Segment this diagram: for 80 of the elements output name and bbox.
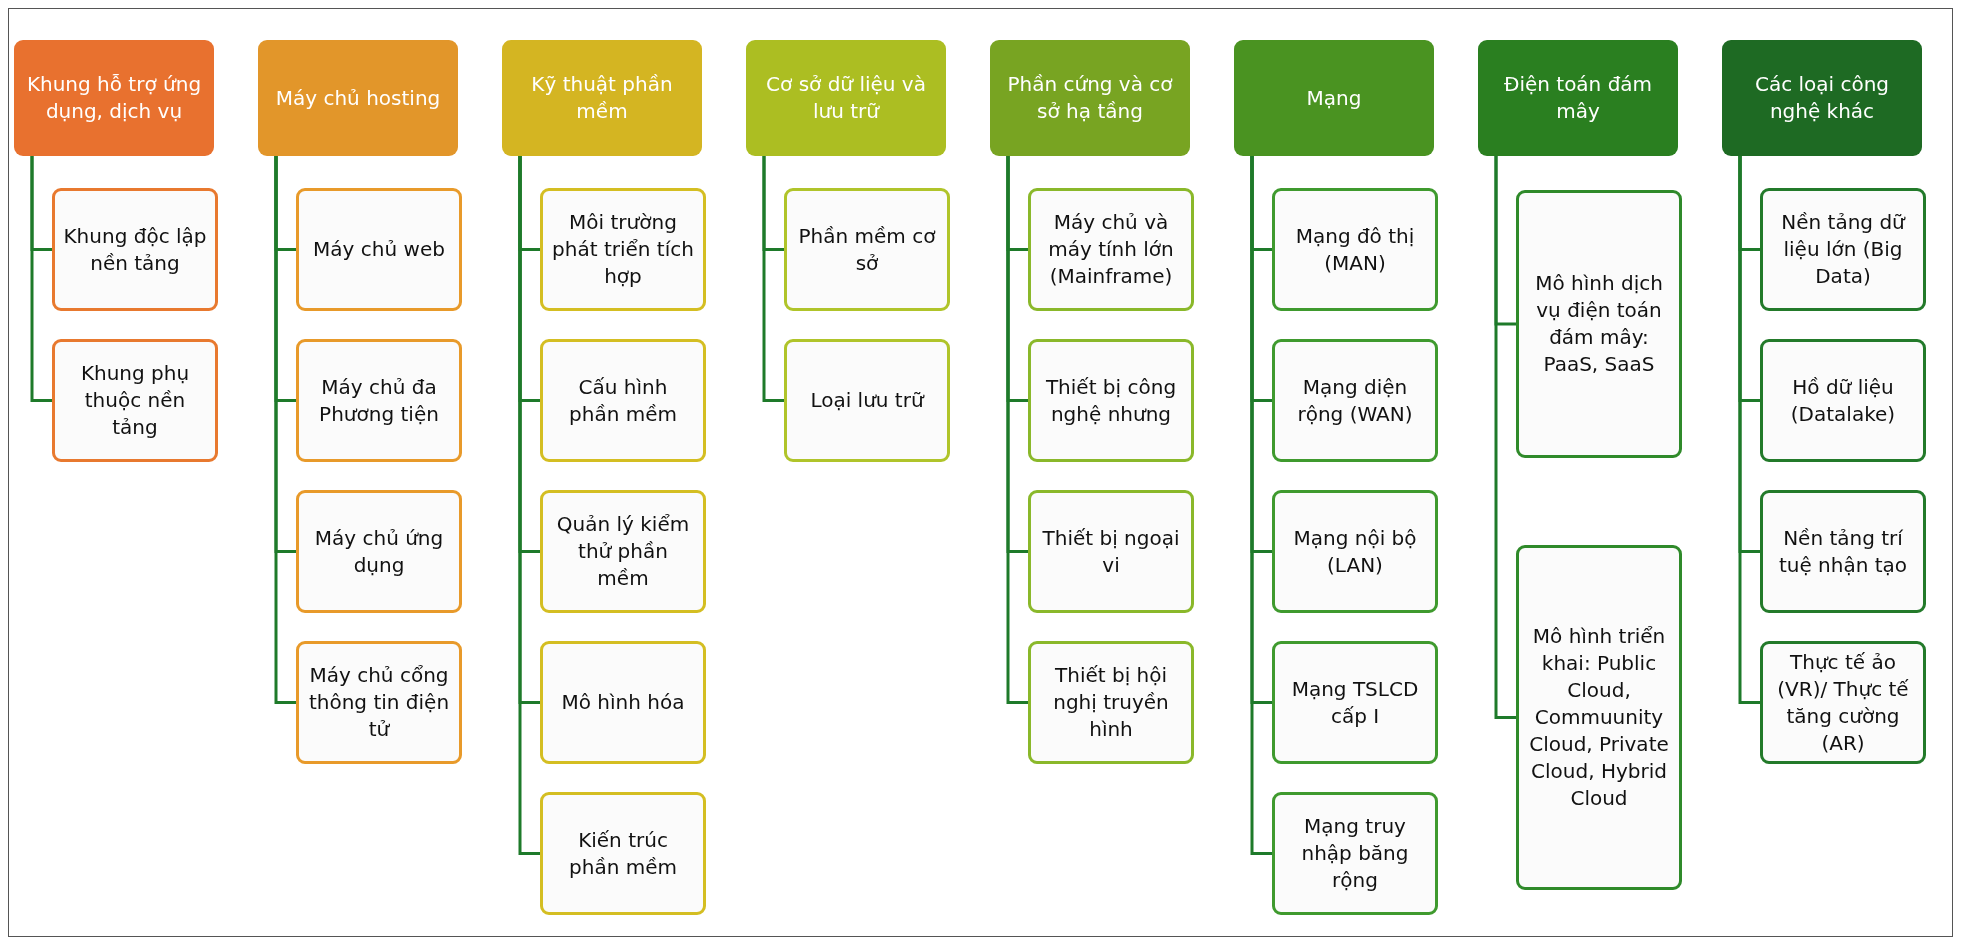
item-text: Loại lưu trữ [810, 387, 924, 414]
connector-line [1738, 156, 1760, 704]
item-text: Khung phụ thuộc nền tảng [79, 360, 191, 441]
item-box [1272, 490, 1438, 613]
connector-line [518, 156, 540, 855]
item-box [1272, 188, 1438, 311]
item-text: Phần mềm cơ sở [797, 222, 937, 277]
category-header [258, 40, 458, 156]
item-box [52, 188, 218, 311]
item-box [1272, 339, 1438, 462]
item-box [296, 188, 462, 311]
item-box [296, 339, 462, 462]
item-text: Máy chủ ứng dụng [313, 524, 445, 579]
connector-line [30, 156, 52, 402]
connector-line [274, 156, 296, 704]
item-text: Nền tảng dữ liệu lớn (Big Data) [1780, 209, 1907, 290]
item-text: Máy chủ web [313, 236, 445, 263]
category-header [1234, 40, 1434, 156]
item-text: Nền tảng trí tuệ nhận tạo [1777, 524, 1909, 579]
item-box [1516, 190, 1682, 458]
item-box [1516, 545, 1682, 890]
item-text: Mạng truy nhập băng rộng [1300, 813, 1410, 894]
header-text: Phần cứng và cơ sở hạ tầng [1006, 71, 1174, 125]
item-box [540, 339, 706, 462]
item-text: Mạng đô thị (MAN) [1294, 222, 1416, 277]
category-header [502, 40, 702, 156]
category-header [746, 40, 946, 156]
item-text: Kiến trúc phần mềm [568, 826, 678, 881]
item-text: Mô hình triển khai: Public Cloud, Commuunity Cloud, Private Cloud, Hybrid Cloud [1528, 623, 1670, 812]
header-text: Mạng [1306, 84, 1362, 112]
item-text: Máy chủ cổng thông tin điện tử [307, 662, 451, 743]
connector-line [1250, 156, 1272, 855]
item-text: Mạng TSLCD cấp I [1290, 675, 1420, 730]
item-text: Mạng nội bộ (LAN) [1292, 524, 1418, 579]
item-text: Thực tế ảo (VR)/ Thực tế tăng cường (AR) [1776, 648, 1910, 757]
item-box [540, 188, 706, 311]
header-text: Điện toán đám mây [1502, 71, 1654, 125]
item-text: Hồ dữ liệu (Datalake) [1789, 373, 1897, 428]
item-box [1760, 188, 1926, 311]
category-header [14, 40, 214, 156]
header-text: Máy chủ hosting [275, 84, 441, 112]
item-text: Máy chủ đa Phương tiện [318, 373, 440, 428]
item-text: Cấu hình phần mềm [568, 373, 678, 428]
item-text: Khung độc lập nền tảng [63, 222, 207, 277]
item-box [1760, 641, 1926, 764]
item-box [1272, 792, 1438, 915]
item-box [1760, 490, 1926, 613]
connector-line [1494, 156, 1516, 719]
item-box [1272, 641, 1438, 764]
item-box [1028, 339, 1194, 462]
item-box [1028, 641, 1194, 764]
item-box [540, 641, 706, 764]
header-text: Các loại công nghệ khác [1753, 71, 1891, 125]
item-box [1028, 490, 1194, 613]
item-text: Thiết bị công nghệ nhưng [1044, 373, 1178, 428]
item-box [540, 792, 706, 915]
item-box [1760, 339, 1926, 462]
connector-line [762, 156, 784, 402]
header-text: Cơ sở dữ liệu và lưu trữ [765, 71, 927, 125]
item-box [784, 188, 950, 311]
item-text: Máy chủ và máy tính lớn (Mainframe) [1047, 209, 1175, 290]
item-text: Mô hình dịch vụ điện toán đám mây: PaaS, SaaS [1534, 270, 1664, 378]
category-header [1722, 40, 1922, 156]
category-header [1478, 40, 1678, 156]
header-text: Kỹ thuật phần mềm [530, 71, 674, 125]
item-text: Mô hình hóa [561, 689, 685, 716]
item-text: Thiết bị hội nghị truyền hình [1052, 662, 1170, 743]
item-text: Môi trường phát triển tích hợp [551, 209, 695, 290]
item-box [540, 490, 706, 613]
item-text: Mạng diện rộng (WAN) [1296, 373, 1414, 428]
item-text: Thiết bị ngoại vi [1041, 524, 1181, 579]
item-box [296, 490, 462, 613]
item-box [296, 641, 462, 764]
connector-line [1006, 156, 1028, 704]
item-box [1028, 188, 1194, 311]
item-box [784, 339, 950, 462]
item-text: Quản lý kiểm thử phần mềm [555, 511, 691, 592]
category-header [990, 40, 1190, 156]
header-text: Khung hỗ trợ ứng dụng, dịch vụ [25, 71, 203, 125]
item-box [52, 339, 218, 462]
